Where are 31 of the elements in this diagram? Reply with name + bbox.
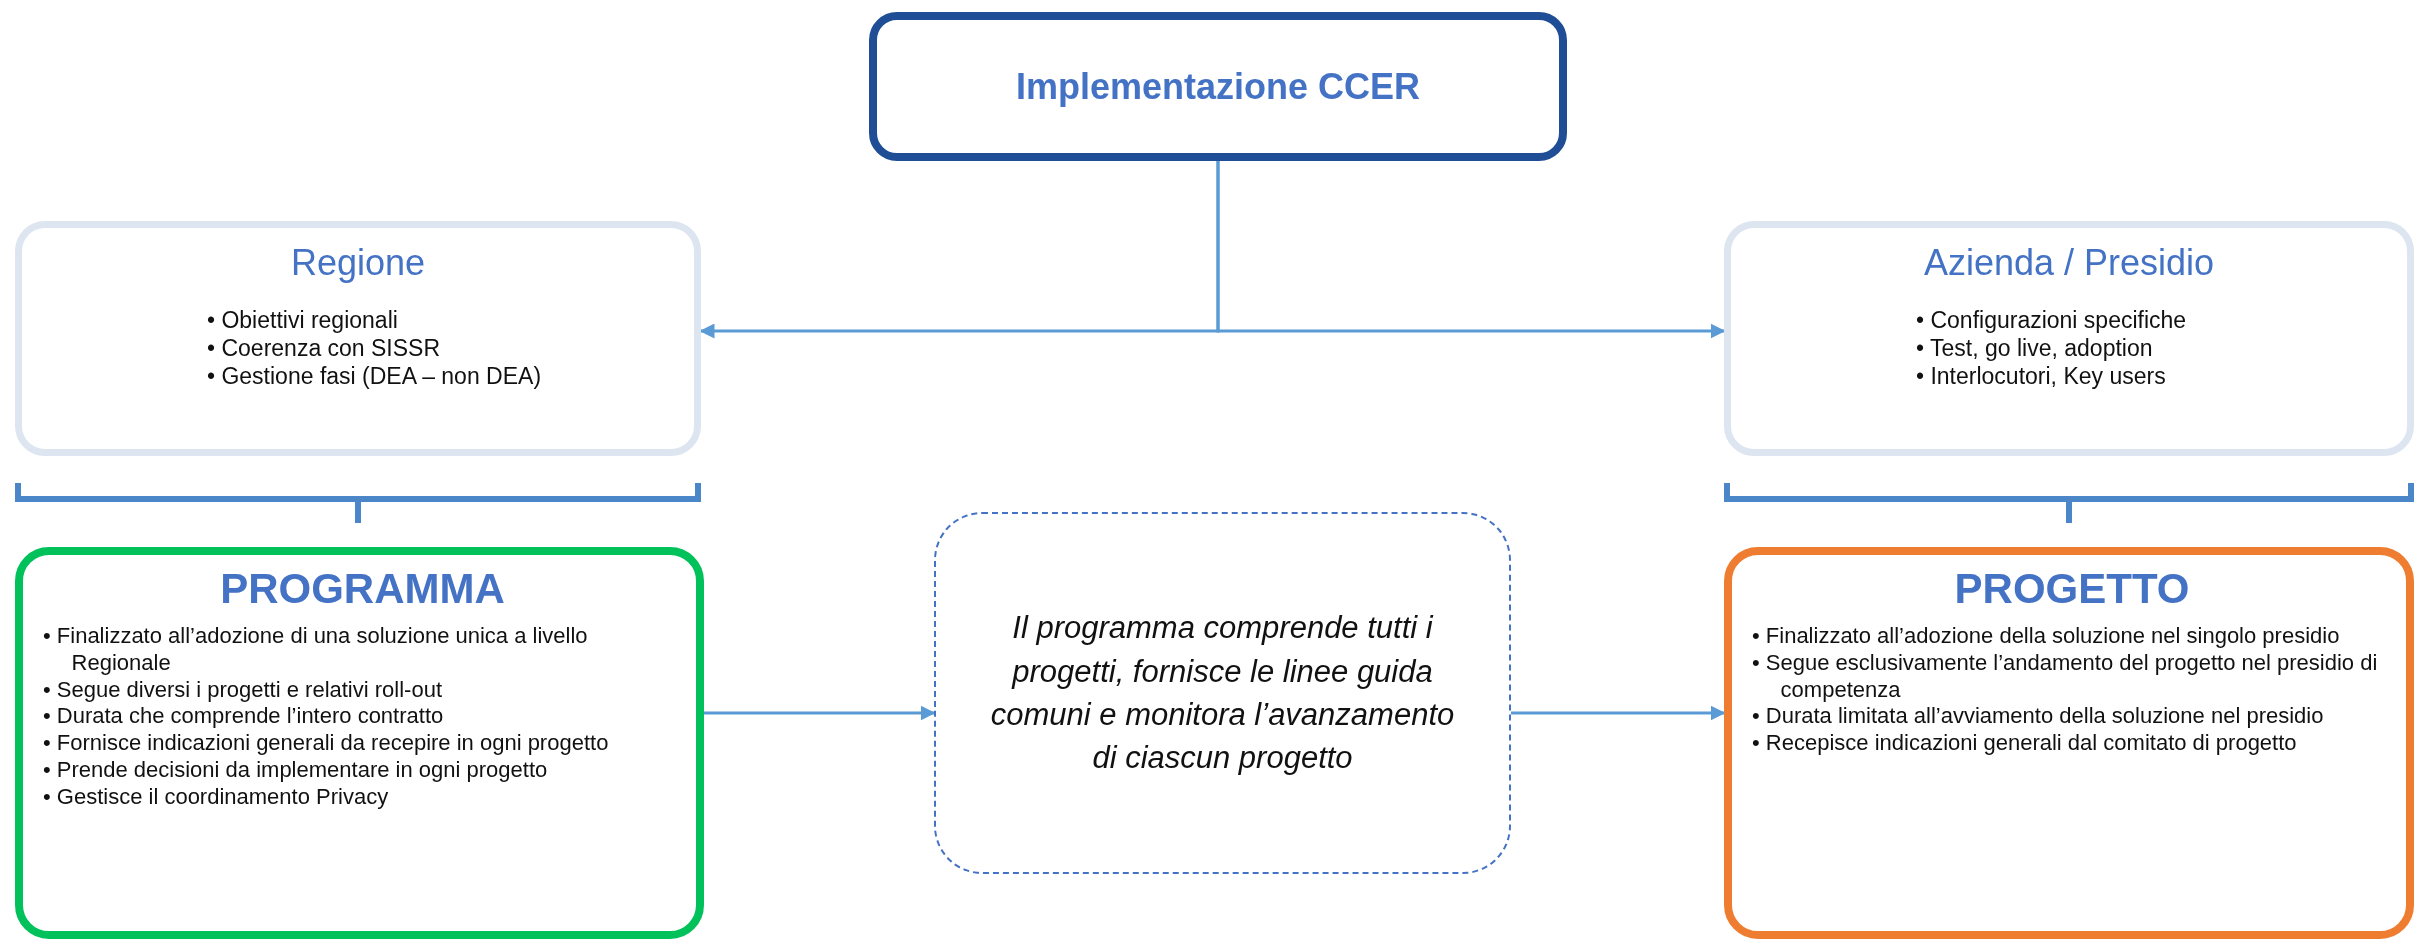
bullet-item: • Gestisce il coordinamento Privacy [43,783,390,811]
title-text: Implementazione CCER [1015,65,1421,108]
bullet-item: • Fornisce indicazioni generali da recepire in ogni progetto [43,730,610,758]
bullet-item: • Recepisce indicazioni generali dal comitato di progetto [1752,730,2298,758]
company-box [1724,221,2414,456]
bullet-item: • Finalizzato all’adozione di una soluzione unica a livello Regionale [43,623,589,677]
box-heading: Azienda / Presidio [1923,242,2215,284]
title-box [869,12,1567,161]
bullet-item: • Obiettivi regionali [207,306,399,335]
note-box [934,512,1511,874]
project-box [1724,547,2414,939]
arrow [1216,161,1726,339]
bullet-item: • Prende decisioni da implementare in ogni progetto [43,757,549,784]
box-heading: PROGRAMMA [220,565,505,613]
box-heading: PROGETTO [1954,565,2190,613]
program-box [15,547,704,939]
box-heading: Regione [290,242,426,284]
bullet-item: • Segue diversi i progetti e relativi roll-out [43,676,443,704]
bullet-item: • Configurazioni specifiche [1916,306,2188,335]
region-box [15,221,701,456]
arrow [704,705,936,721]
note-text: Il programma comprende tutti i progetti, fornisce le linee guida comuni e monitora l’avanzamento di ciascun progetto [989,609,1456,778]
bullet-item: • Interlocutori, Key users [1916,362,2167,391]
arrow [1511,705,1726,721]
bullet-item: • Durata che comprende l’intero contratto [43,703,445,731]
bullet-item: • Finalizzato all’adozione della soluzione nel singolo presidio [1752,623,2341,650]
bullet-item: • Coerenza con SISSR [207,334,442,363]
bullet-item: • Durata limitata all’avviamento della soluzione nel presidio [1752,703,2325,731]
bullet-item: • Segue esclusivamente l’andamento del progetto nel presidio di competenza [1752,649,2379,704]
bullet-item: • Gestione fasi (DEA – non DEA) [207,362,543,391]
bullet-item: • Test, go live, adoption [1916,334,2154,363]
